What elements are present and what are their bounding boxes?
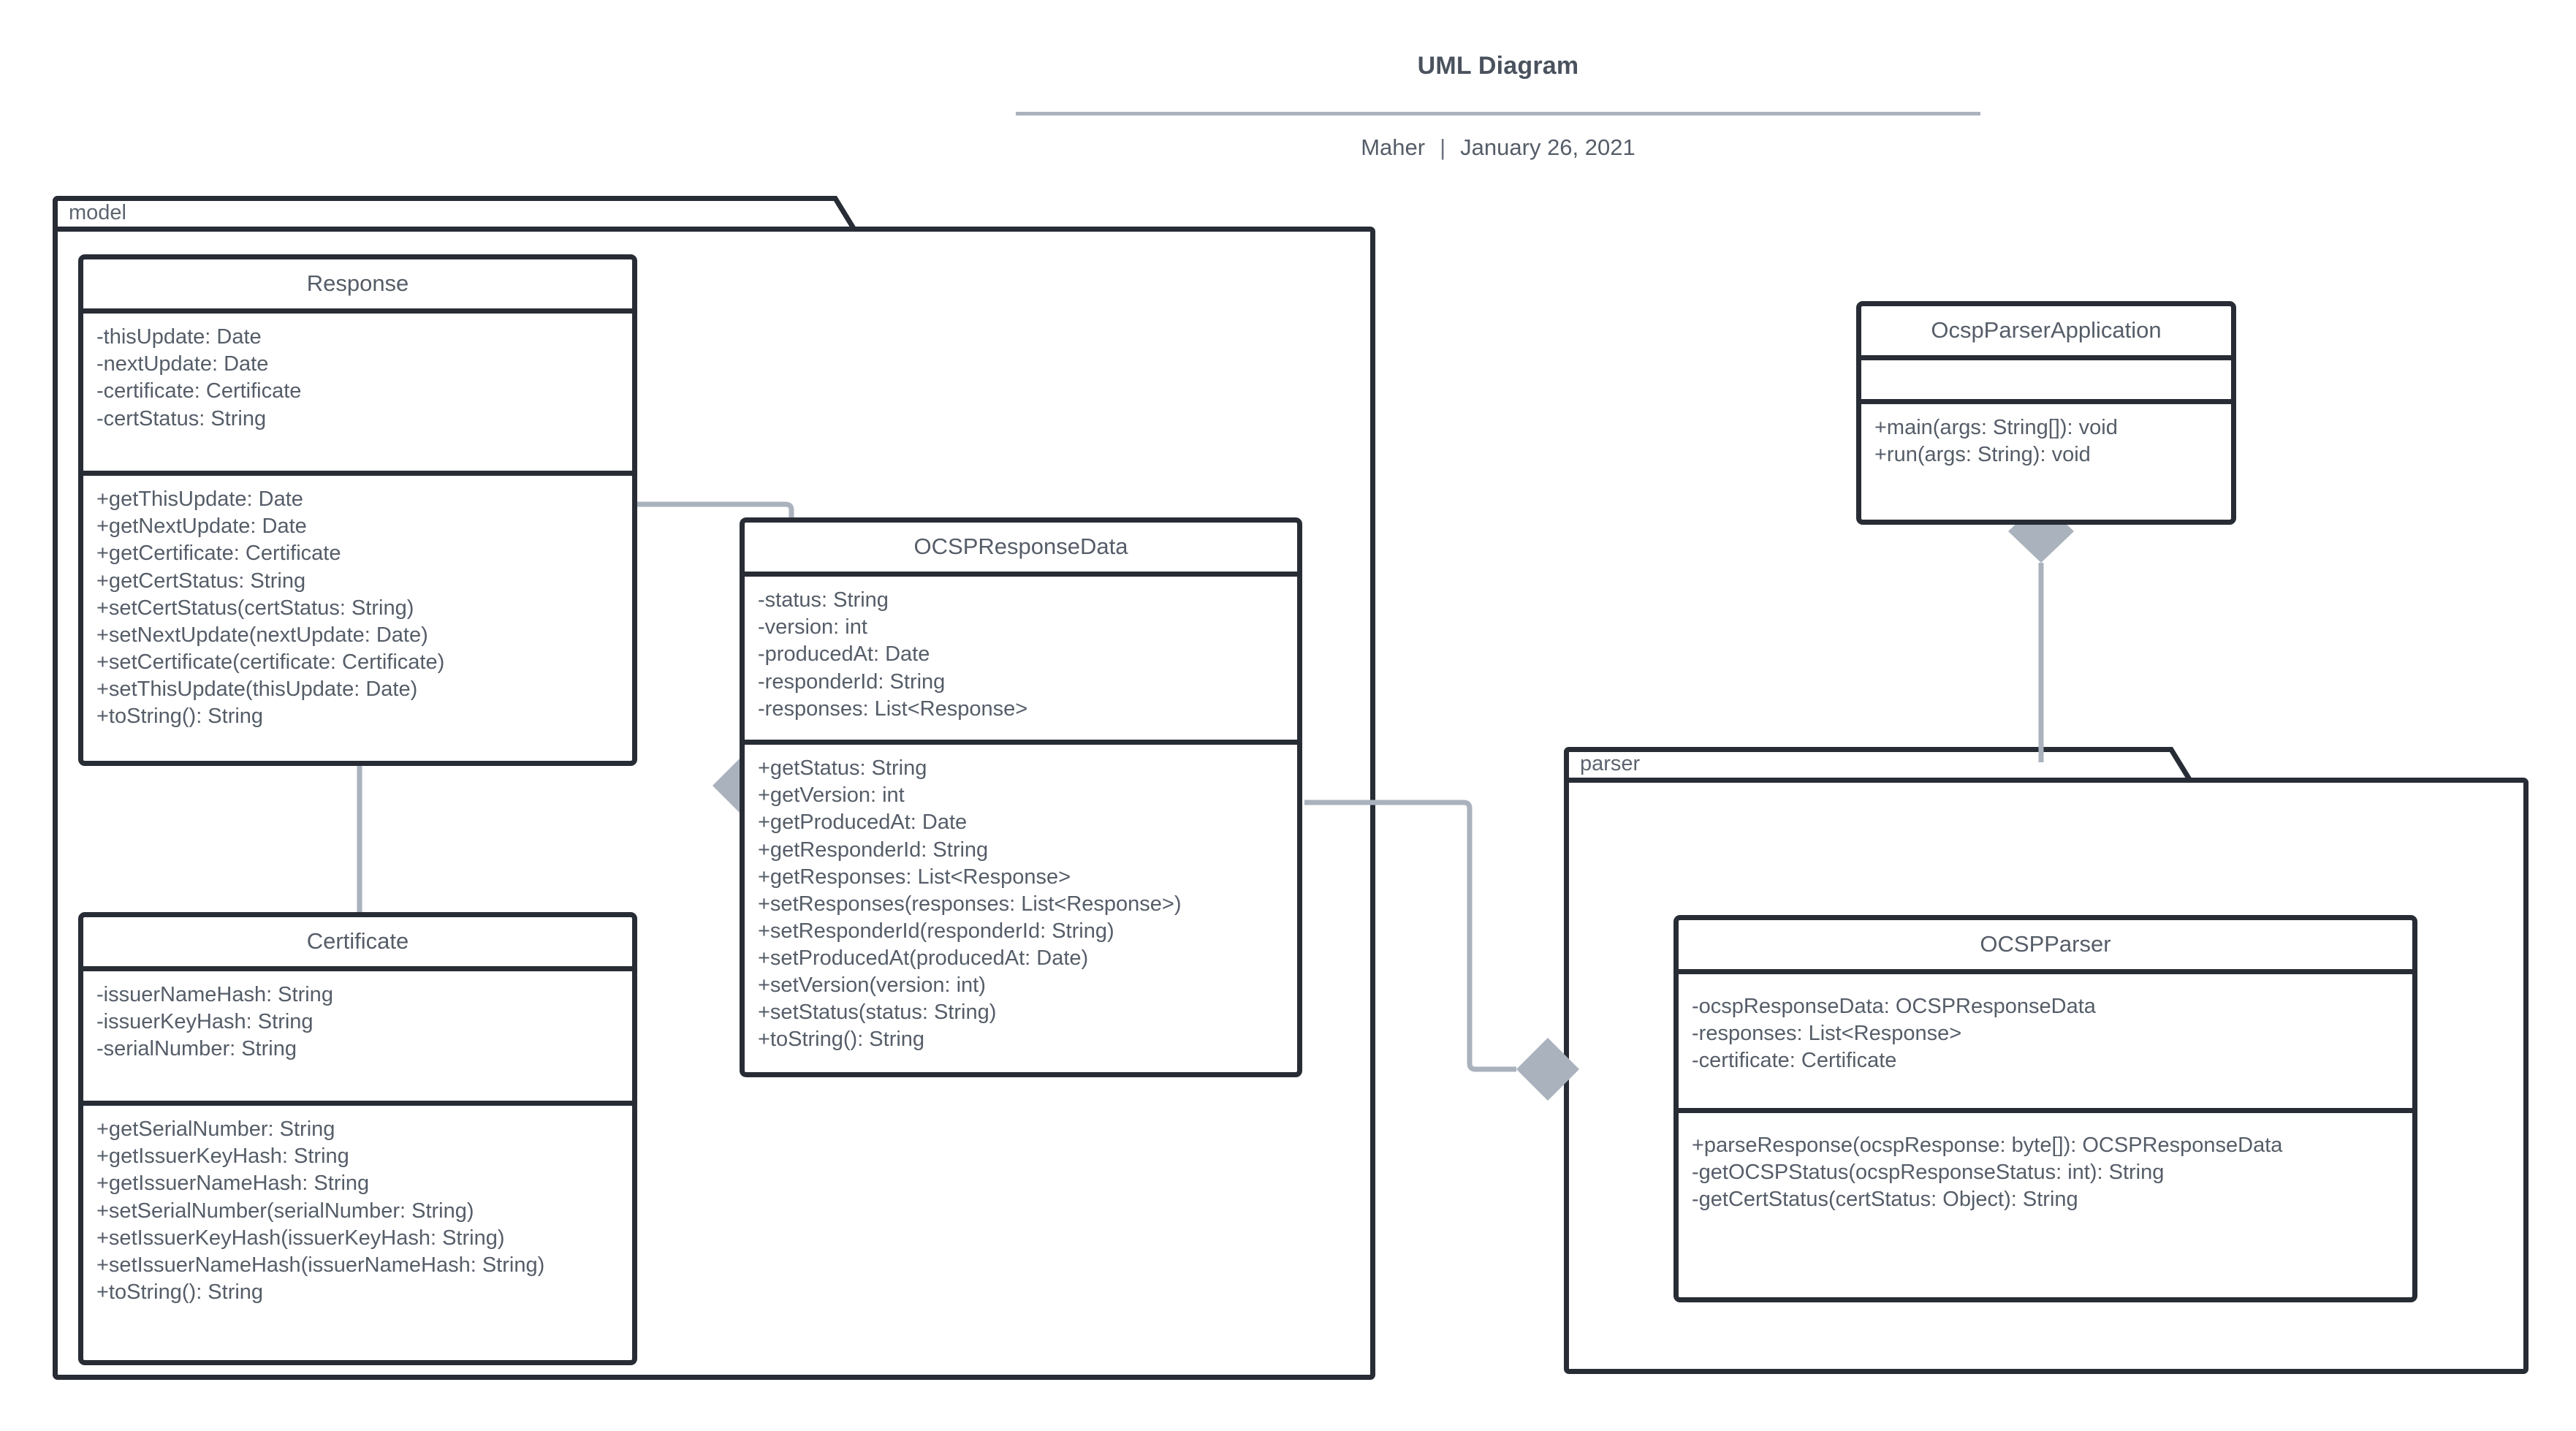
class-certificate-attributes: -issuerNameHash: String -issuerKeyHash: … [83,971,632,1107]
class-ocspparserapplication[interactable]: OcspParserApplication +main(args: String… [1856,301,2236,525]
class-member: -producedAt: Date [758,642,930,667]
class-ocspparserapplication-name: OcspParserApplication [1861,306,2231,361]
class-ocspparser-attributes: -ocspResponseData: OCSPResponseData -res… [1679,974,2412,1114]
class-member: +setThisUpdate(thisUpdate: Date) [96,677,418,701]
class-member: +getNextUpdate: Date [96,515,307,539]
class-member: +setIssuerNameHash(issuerNameHash: Strin… [96,1253,545,1277]
class-member: -responses: List<Response> [758,696,1028,721]
class-member: +getResponderId: String [758,838,989,862]
class-member: -issuerNameHash: String [96,983,333,1007]
class-certificate-name: Certificate [83,917,632,972]
package-model-tab-slant [822,196,856,229]
class-member: +getStatus: String [758,756,927,781]
class-ocspresponsedata[interactable]: OCSPResponseData -status: String -versio… [740,517,1302,1077]
document-date: January 26, 2021 [1460,134,1635,160]
package-parser-tab-slant [2158,747,2192,781]
class-member: -responses: List<Response> [1692,1022,1962,1046]
package-model-label: model [69,201,126,224]
class-ocspparser[interactable]: OCSPParser -ocspResponseData: OCSPRespon… [1673,915,2417,1302]
package-parser-tab [1564,747,2163,781]
class-member: +setIssuerKeyHash(issuerKeyHash: String) [96,1226,505,1250]
class-member: +getProducedAt: Date [758,811,968,835]
page-title: UML Diagram [1417,52,1579,80]
class-member: +setCertificate(certificate: Certificate… [96,650,445,674]
class-member: +getCertStatus: String [96,569,306,593]
class-member: -certificate: Certificate [96,379,302,403]
class-response-attributes: -thisUpdate: Date -nextUpdate: Date -cer… [83,314,632,477]
class-member: +setResponderId(responderId: String) [758,919,1114,943]
class-member: +setNextUpdate(nextUpdate: Date) [96,623,428,647]
class-ocspresponsedata-name: OCSPResponseData [745,523,1297,577]
package-parser[interactable]: parser OCSPParser -ocspResponseData: OCS… [1564,747,2528,1374]
class-certificate[interactable]: Certificate -issuerNameHash: String -iss… [78,912,637,1365]
class-member: +getSerialNumber: String [96,1117,335,1142]
class-member: +toString(): String [758,1028,925,1052]
class-member: +setVersion(version: int) [758,973,986,998]
class-member: +toString(): String [96,1280,264,1304]
class-ocspparser-methods: +parseResponse(ocspResponse: byte[]): OC… [1679,1113,2412,1223]
document-header: UML Diagram Maher | January 26, 2021 [1016,51,1980,161]
header-divider [1016,111,1980,115]
class-member: -issuerKeyHash: String [96,1010,314,1034]
class-ocspresponsedata-attributes: -status: String -version: int -producedA… [745,577,1297,745]
class-member: +toString(): String [96,705,264,729]
class-member: +main(args: String[]): void [1874,416,2118,440]
package-parser-label: parser [1580,752,1641,775]
class-member: +getIssuerKeyHash: String [96,1145,349,1169]
class-member: -serialNumber: String [96,1037,297,1061]
class-member: +setCertStatus(certStatus: String) [96,596,414,620]
class-ocspparserapplication-attributes [1861,360,2231,405]
package-model[interactable]: model Response -thisUpdate: Date -nextUp… [53,196,1375,1380]
class-member: -ocspResponseData: OCSPResponseData [1692,995,2096,1019]
class-member: +setResponses(responses: List<Response>) [758,892,1182,916]
class-member: +getVersion: int [758,783,905,808]
class-certificate-methods: +getSerialNumber: String +getIssuerKeyHa… [83,1106,632,1316]
connector-ocspparserapplication-parser [2008,500,2074,762]
class-member: -status: String [758,588,889,612]
class-response[interactable]: Response -thisUpdate: Date -nextUpdate: … [78,254,637,766]
class-member: -responderId: String [758,669,946,694]
package-model-tab [53,196,827,229]
class-response-name: Response [83,259,632,314]
class-member: -certificate: Certificate [1692,1049,1897,1073]
class-member: -version: int [758,615,867,639]
author-name: Maher [1361,134,1426,160]
class-member: +parseResponse(ocspResponse: byte[]): OC… [1692,1134,2283,1158]
class-member: -getCertStatus(certStatus: Object): Stri… [1692,1188,2078,1212]
byline: Maher | January 26, 2021 [1016,134,1980,161]
class-member: -thisUpdate: Date [96,325,262,349]
class-member: +getResponses: List<Response> [758,865,1071,889]
class-member: +setSerialNumber(serialNumber: String) [96,1199,474,1223]
class-member: +getIssuerNameHash: String [96,1172,370,1196]
class-member: -nextUpdate: Date [96,352,269,376]
class-ocspparserapplication-methods: +main(args: String[]): void +run(args: S… [1861,404,2231,479]
class-member: -getOCSPStatus(ocspResponseStatus: int):… [1692,1161,2165,1185]
class-member: +run(args: String): void [1874,443,2091,467]
class-member: -certStatus: String [96,406,267,430]
class-member: +setProducedAt(producedAt: Date) [758,946,1089,970]
class-response-methods: +getThisUpdate: Date +getNextUpdate: Dat… [83,476,632,740]
class-member: +getThisUpdate: Date [96,487,303,512]
class-ocspparser-name: OCSPParser [1679,920,2412,975]
class-member: +getCertificate: Certificate [96,542,341,566]
class-member: +setStatus(status: String) [758,1001,997,1025]
class-ocspresponsedata-methods: +getStatus: String +getVersion: int +get… [745,745,1297,1063]
byline-separator: | [1440,134,1446,160]
